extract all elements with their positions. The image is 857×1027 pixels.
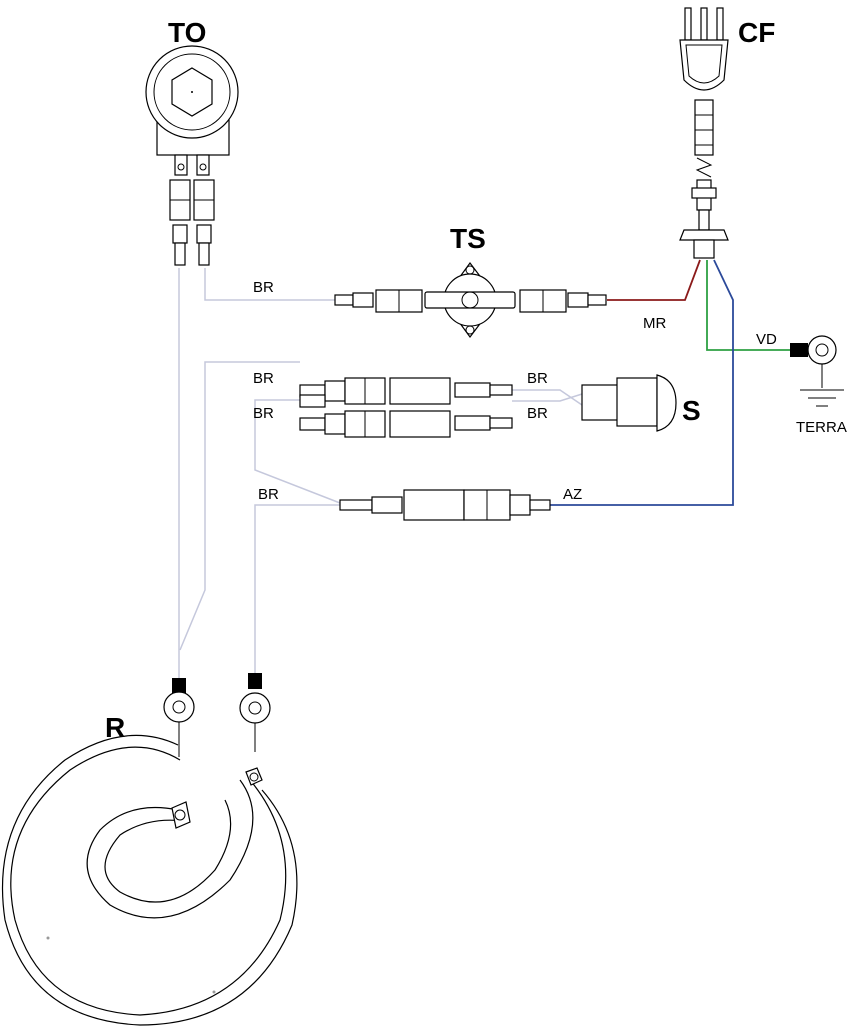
r-label: R xyxy=(105,712,125,743)
wire-label-br-to-ts: BR xyxy=(253,279,274,296)
wire-label-az: AZ xyxy=(563,486,582,503)
wire-br-s-lower xyxy=(512,393,583,402)
ts-label: TS xyxy=(450,223,486,254)
wire-label-br-lower-right: BR xyxy=(527,405,548,422)
connector-row-bottom xyxy=(339,489,551,521)
s-label: S xyxy=(682,395,701,426)
wire-br-s-upper xyxy=(512,389,583,406)
wire-br-lower-harness xyxy=(254,399,341,504)
wire-label-vd: VD xyxy=(756,331,777,348)
wire-br-upper-harness xyxy=(179,361,300,651)
to-component: TO xyxy=(145,17,239,266)
wire-label-mr: MR xyxy=(643,315,666,332)
cf-component: CF xyxy=(679,7,775,259)
ts-component: TS xyxy=(334,223,607,339)
r-component: R xyxy=(1,673,298,1026)
connector-row-lower xyxy=(299,394,513,438)
heating-coil xyxy=(10,746,287,1016)
terra-label: TERRA xyxy=(796,419,847,436)
wire-br-bottom xyxy=(254,504,340,673)
to-label: TO xyxy=(168,17,206,48)
connector-row-upper xyxy=(299,377,513,405)
wire-label-br-bottom: BR xyxy=(258,486,279,503)
wire-br-to-ts xyxy=(204,268,335,301)
wire-labels: BR MR VD BR BR BR BR BR AZ xyxy=(253,279,777,503)
wire-az xyxy=(550,259,734,506)
s-component: S xyxy=(581,374,701,432)
wire-label-br-upper-left: BR xyxy=(253,370,274,387)
wires xyxy=(178,259,790,678)
terra-component: TERRA xyxy=(790,335,847,436)
wire-label-br-upper-right: BR xyxy=(527,370,548,387)
wire-mr xyxy=(607,259,701,301)
wire-label-br-lower-left: BR xyxy=(253,405,274,422)
cf-label: CF xyxy=(738,17,775,48)
wire-vd xyxy=(706,260,790,351)
